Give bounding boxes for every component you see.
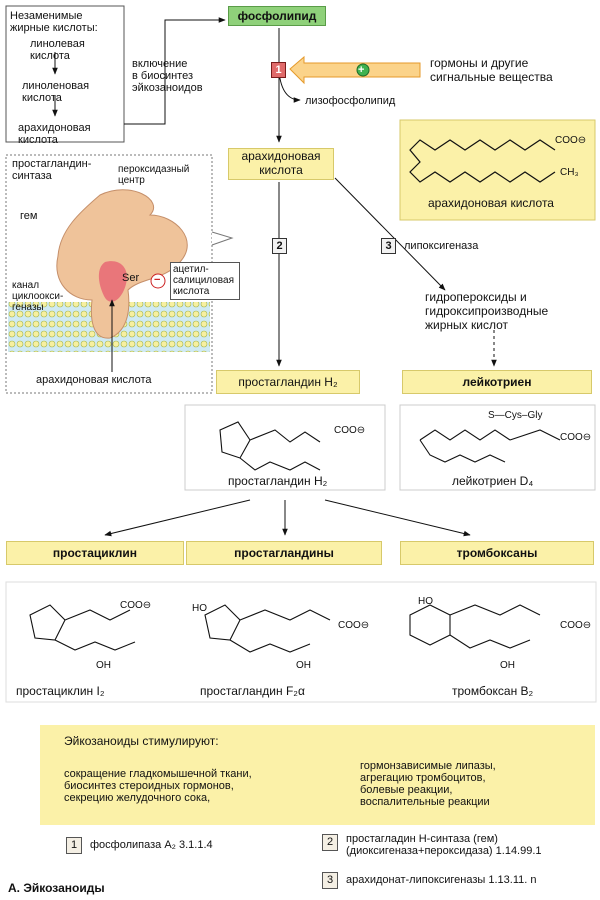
minus-sign: − xyxy=(154,274,161,286)
inclusion-text: включение в биосинтез эйкозаноидов xyxy=(132,58,203,94)
hydroperoxides-label: гидропероксиды и гидроксипроизводные жир… xyxy=(425,290,549,332)
coo-label-4: COO⊖ xyxy=(120,600,152,611)
ltd4-skeleton xyxy=(419,429,561,463)
active-site xyxy=(98,261,127,302)
heme-label: гем xyxy=(20,210,38,222)
oh-label-3: OH xyxy=(500,660,515,671)
prostaglandin-h2-box: простагландин H₂ xyxy=(216,370,360,394)
leukotriene-box: лейкотриен xyxy=(402,370,592,394)
inset-pointer xyxy=(211,231,234,246)
stimulate-title: Эйкозаноиды стимулируют: xyxy=(64,734,219,748)
channel-label: канал циклоокси- геназы xyxy=(12,280,64,313)
fatty-acids-box xyxy=(5,5,125,143)
legend-text-1: фосфолипаза A₂ 3.1.1.4 xyxy=(90,839,213,851)
coo-label-3: COO⊖ xyxy=(560,432,592,443)
legend-number-2: 2 xyxy=(322,834,338,851)
legend-number-1: 1 xyxy=(66,837,82,854)
ho-label-1: HO xyxy=(192,603,207,614)
fatty-acids-header: Незаменимые жирные кислоты: xyxy=(10,10,98,34)
plus-circle xyxy=(356,63,370,77)
coo-label-1: COO⊖ xyxy=(555,135,587,146)
aspirin-label: ацетил- салициловая кислота xyxy=(170,262,240,300)
stimulate-box xyxy=(40,725,595,825)
legend-text-3: арахидонат-липоксигеназы 1.13.11. n xyxy=(346,874,537,886)
thromboxanes-box: тромбоксаны xyxy=(400,541,594,565)
pgf2a-skeleton xyxy=(204,604,331,653)
figure-caption: А. Эйкозаноиды xyxy=(8,881,105,895)
arachidonic-acid-fa: арахидоновая кислота xyxy=(18,122,91,146)
pgi2-skeleton xyxy=(29,604,136,651)
legend-text-2: простагладин H-синтаза (гем) (диоксигена… xyxy=(346,833,542,857)
minus-circle xyxy=(150,273,166,289)
inset-arachidonic-label: арахидоновая кислота xyxy=(36,374,152,386)
arrow-to-thromboxanes xyxy=(324,499,471,537)
oh-label-1: OH xyxy=(96,660,111,671)
lipoxygenase-label: липоксигеназа xyxy=(404,240,479,252)
ser-label: Ser xyxy=(122,272,140,284)
peroxidase-center-label: пероксидазный центр xyxy=(118,164,190,186)
stimulate-right: гормонзависимые липазы, агрегацию тромбо… xyxy=(360,760,496,808)
prostacyclin-i2-label: простациклин I₂ xyxy=(16,684,105,698)
cys-gly-label: S—Cys–Gly xyxy=(488,410,543,421)
prostacyclin-box: простациклин xyxy=(6,541,184,565)
pgh2-structure-label: простагландин H₂ xyxy=(228,474,328,488)
arachidonic-structure-label: арахидоновая кислота xyxy=(428,196,554,210)
coo-label-2: COO⊖ xyxy=(334,425,366,436)
arrow-to-prostacyclin xyxy=(104,499,251,537)
oh-label-2: OH xyxy=(296,660,311,671)
phospholipid-box: фосфолипид xyxy=(228,6,326,26)
coo-label-5: COO⊖ xyxy=(338,620,370,631)
ch3-label-1: CH₃ xyxy=(560,167,579,178)
prostaglandins-box: простагландины xyxy=(186,541,382,565)
stimulate-left: сокращение гладкомышечной ткани, биосинт… xyxy=(64,768,252,804)
thromboxane-b2-label: тромбоксан B₂ xyxy=(452,684,534,698)
arrow-to-hydroperoxides xyxy=(334,177,446,291)
arachidonic-acid-box: арахидоновая кислота xyxy=(228,148,334,180)
ho-label-2: HO xyxy=(418,596,433,607)
coo-label-6: COO⊖ xyxy=(560,620,592,631)
arachidonic-chain xyxy=(409,139,556,183)
enzyme-blob xyxy=(56,189,188,339)
enzyme-number-2: 2 xyxy=(272,238,287,254)
arrow-inclusion xyxy=(124,17,226,125)
ltd4-structure-box xyxy=(399,404,596,491)
txb2-skeleton xyxy=(409,604,541,649)
hormones-text: гормоны и другие сигнальные вещества xyxy=(430,56,553,84)
hormone-arrow xyxy=(289,55,421,85)
plus-sign: + xyxy=(358,64,365,76)
linolenic-acid: линоленовая кислота xyxy=(22,80,90,104)
lysophospholipid: лизофосфолипид xyxy=(305,95,396,107)
products-structures-box xyxy=(5,581,597,703)
synthase-label: простагландин- синтаза xyxy=(12,158,92,182)
linoleic-acid: линолевая кислота xyxy=(30,38,85,62)
enzyme-number-1: 1 xyxy=(271,62,286,78)
prostaglandin-f2a-label: простагландин F₂α xyxy=(200,684,305,698)
pgh2-skeleton xyxy=(219,421,321,471)
enzyme-number-3: 3 xyxy=(381,238,396,254)
legend-number-3: 3 xyxy=(322,872,338,889)
arachidonic-structure-box xyxy=(399,119,596,221)
leukotriene-d4-label: лейкотриен D₄ xyxy=(452,474,534,488)
pgh2-structure-box xyxy=(184,404,386,491)
